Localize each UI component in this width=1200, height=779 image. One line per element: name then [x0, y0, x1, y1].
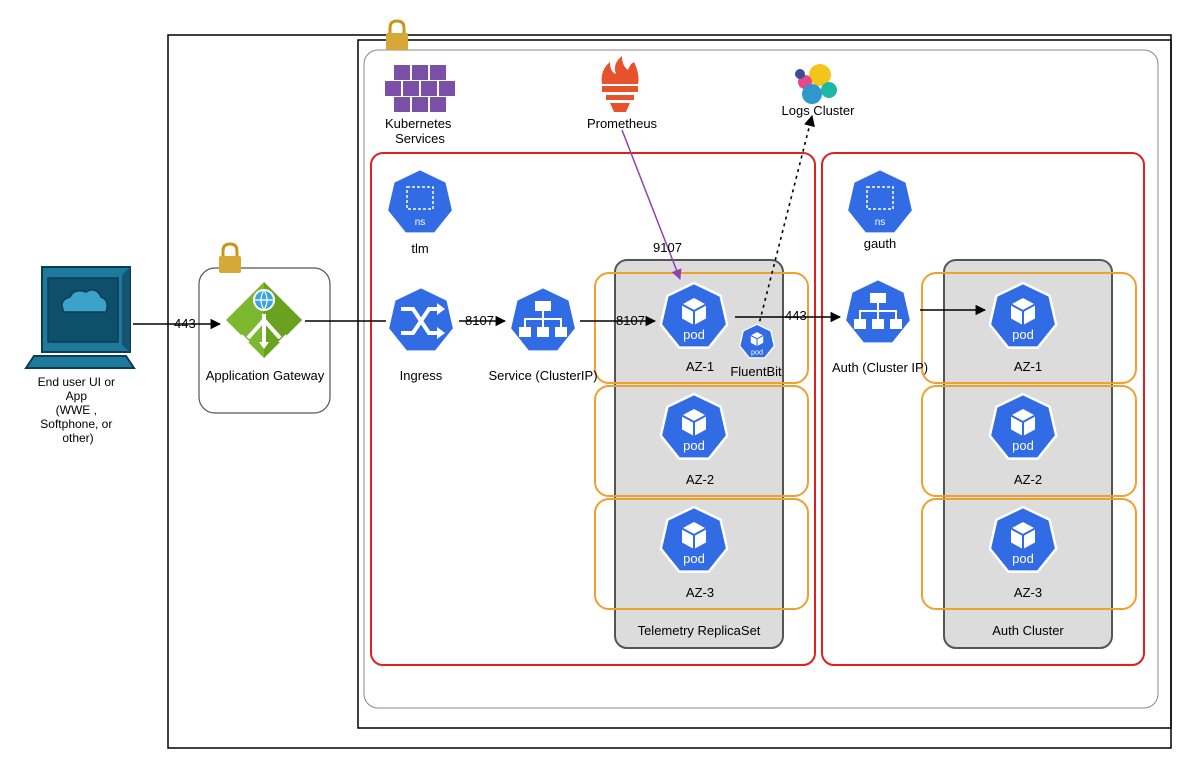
port-label-443-gateway: 443	[174, 316, 196, 331]
pod-icon: pod	[988, 392, 1058, 460]
svg-text:pod: pod	[751, 347, 763, 356]
telemetry-zone-label: AZ-1	[686, 359, 714, 374]
service-icon	[843, 277, 913, 345]
auth-zone-label: AZ-3	[1014, 585, 1042, 600]
auth-zone-label: AZ-1	[1014, 359, 1042, 374]
svg-text:pod: pod	[683, 551, 705, 566]
logs-cluster-label: Logs Cluster	[782, 103, 856, 118]
namespace-icon: ns	[385, 167, 455, 235]
end-user-label: End user UI or App (WWE , Softphone, or …	[38, 375, 119, 445]
port-label-9107: 9107	[653, 240, 682, 255]
ingress-icon	[386, 285, 456, 353]
fluentbit-label: FluentBit	[730, 364, 782, 379]
telemetry-zone-label: AZ-2	[686, 472, 714, 487]
auth-az2-box	[921, 385, 1137, 497]
auth-az3-box	[921, 498, 1137, 610]
prometheus-scrape-arrow	[621, 129, 682, 280]
telemetry-replicaset-label: Telemetry ReplicaSet	[638, 623, 761, 638]
kubernetes-label: Kubernetes Services	[385, 116, 455, 146]
fluentbit-pod-icon: pod	[739, 323, 775, 359]
prometheus-label: Prometheus	[587, 116, 658, 131]
lock-icon	[219, 242, 241, 273]
svg-text:ns: ns	[875, 217, 886, 228]
ingress-label: Ingress	[400, 368, 443, 383]
auth-zone-label: AZ-2	[1014, 472, 1042, 487]
auth-az1-box	[921, 272, 1137, 384]
auth-cluster-box	[821, 152, 1145, 666]
svg-text:pod: pod	[683, 438, 705, 453]
svg-text:pod: pod	[683, 327, 705, 342]
fluentbit-to-logs-arrow	[757, 114, 815, 329]
port-label-443-auth: 443	[785, 308, 807, 323]
kubernetes-services-icon	[385, 65, 455, 112]
service-label: Service (ClusterIP)	[488, 368, 597, 383]
inner-boundary	[357, 39, 1172, 729]
pod-icon: pod	[988, 281, 1058, 349]
auth-cluster-label: Auth Cluster	[992, 623, 1064, 638]
elastic-logs-icon	[795, 64, 837, 104]
namespace-gauth-label: gauth	[864, 236, 897, 251]
port-label-8107-ingress: 8107	[465, 313, 494, 328]
pod-icon: pod	[659, 392, 729, 460]
lock-icon	[386, 19, 408, 50]
svg-text:pod: pod	[1012, 551, 1034, 566]
telemetry-az2-box	[594, 385, 809, 497]
telemetry-cluster-box	[370, 152, 816, 666]
pod-icon: pod	[659, 281, 729, 349]
namespace-icon: ns	[845, 167, 915, 235]
svg-text:pod: pod	[1012, 327, 1034, 342]
application-gateway-icon	[226, 282, 302, 358]
telemetry-az1-box	[594, 272, 809, 384]
telemetry-zone-label: AZ-3	[686, 585, 714, 600]
telemetry-az3-box	[594, 498, 809, 610]
auth-service-label: Auth (Cluster IP)	[832, 360, 928, 375]
pod-icon: pod	[659, 505, 729, 573]
computer-terminal-icon	[24, 266, 136, 369]
prometheus-icon	[601, 56, 639, 112]
namespace-tlm-label: tlm	[411, 241, 428, 256]
svg-text:ns: ns	[415, 217, 426, 228]
service-icon	[508, 285, 578, 353]
gateway-label: Application Gateway	[206, 368, 325, 383]
port-label-8107-pod: 8107	[616, 313, 645, 328]
svg-text:pod: pod	[1012, 438, 1034, 453]
pod-icon: pod	[988, 505, 1058, 573]
